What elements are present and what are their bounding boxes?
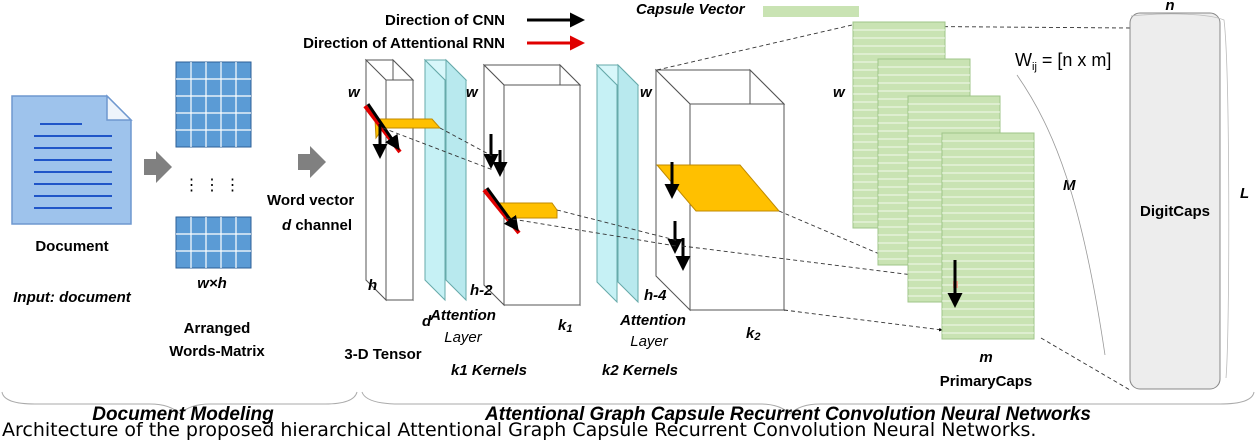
section-brace-left <box>1 391 358 415</box>
arrow-right-icon <box>144 151 172 183</box>
attention-layer-2 <box>595 63 640 304</box>
tensor-h-label: h <box>368 277 377 294</box>
conv1-kernels-label: k1 Kernels <box>451 362 527 379</box>
section-label-document-modeling: Document Modeling <box>92 404 274 425</box>
document-label: Document <box>35 238 108 255</box>
tensor-label: 3-D Tensor <box>344 346 421 363</box>
legend: Direction of CNN Direction of Attentiona… <box>303 1 859 52</box>
weight-matrix-label: Wij = [n x m] <box>1015 50 1111 73</box>
conv2-kernels-label: k2 Kernels <box>602 362 678 379</box>
figure-caption: Architecture of the proposed hierarchica… <box>2 419 1037 441</box>
conv2-k-label: k2 <box>746 325 760 343</box>
cnn-arrow-1 <box>366 103 400 151</box>
arrow-right-icon <box>298 146 326 178</box>
matrix-label-line1: Arranged <box>184 320 251 337</box>
conv1-w-label: w <box>466 84 479 101</box>
digit-caps-label: DigitCaps <box>1140 203 1210 220</box>
section-label-network: Attentional Graph Capsule Recurrent Conv… <box>484 404 1091 425</box>
capsule-layer <box>941 132 1035 340</box>
words-matrix-top-grid <box>175 61 252 148</box>
document-icon <box>11 94 133 225</box>
words-matrix-bottom-grid <box>175 216 252 269</box>
matrix-label-line2: Words-Matrix <box>169 343 265 360</box>
conv2-w-label: w <box>640 84 653 101</box>
conv2-h-label: h-4 <box>644 287 667 304</box>
conv1-box <box>482 63 582 307</box>
input-label: Input: document <box>13 289 131 306</box>
attention-layer-2-label-top: Attention <box>619 312 686 329</box>
primary-caps <box>852 21 1035 340</box>
digit-L-label: L <box>1240 185 1249 202</box>
conv1-h-label: h-2 <box>470 282 493 299</box>
cnn-arrow-2 <box>485 187 519 232</box>
tensor-w-label: w <box>348 84 361 101</box>
attention-layer-2-label-bottom: Layer <box>630 333 669 350</box>
legend-rnn-label: Direction of Attentional RNN <box>303 35 505 52</box>
matrix-dots: ⋮ ⋮ ⋮ <box>184 177 241 194</box>
attention-layer-1-label-bottom: Layer <box>444 329 483 346</box>
legend-capsule-swatch <box>763 6 859 17</box>
attention-layer-1 <box>423 58 468 302</box>
tensor-kernel-slice <box>374 118 442 140</box>
legend-capsule-label: Capsule Vector <box>636 1 746 18</box>
channel-label: d channel <box>282 217 352 234</box>
brace-M <box>1016 74 1106 356</box>
digit-n-label: n <box>1165 0 1174 14</box>
word-vector-label: Word vector <box>267 192 354 209</box>
conv1-k-label: k1 <box>558 317 572 335</box>
attention-layer-1-label-top: Attention <box>429 307 496 324</box>
primary-w-label: w <box>833 84 846 101</box>
primary-caps-label: PrimaryCaps <box>940 373 1033 390</box>
brace-L <box>1130 13 1230 379</box>
tensor-d-label: d <box>422 313 432 330</box>
primary-m-label: m <box>979 349 992 366</box>
architecture-diagram: Direction of CNN Direction of Attentiona… <box>1 0 1255 425</box>
matrix-dimension-label: w×h <box>197 275 227 292</box>
tensor-box <box>364 58 415 302</box>
digit-caps-box <box>1129 12 1221 390</box>
section-brace-right <box>361 391 1255 415</box>
legend-cnn-label: Direction of CNN <box>385 12 505 29</box>
